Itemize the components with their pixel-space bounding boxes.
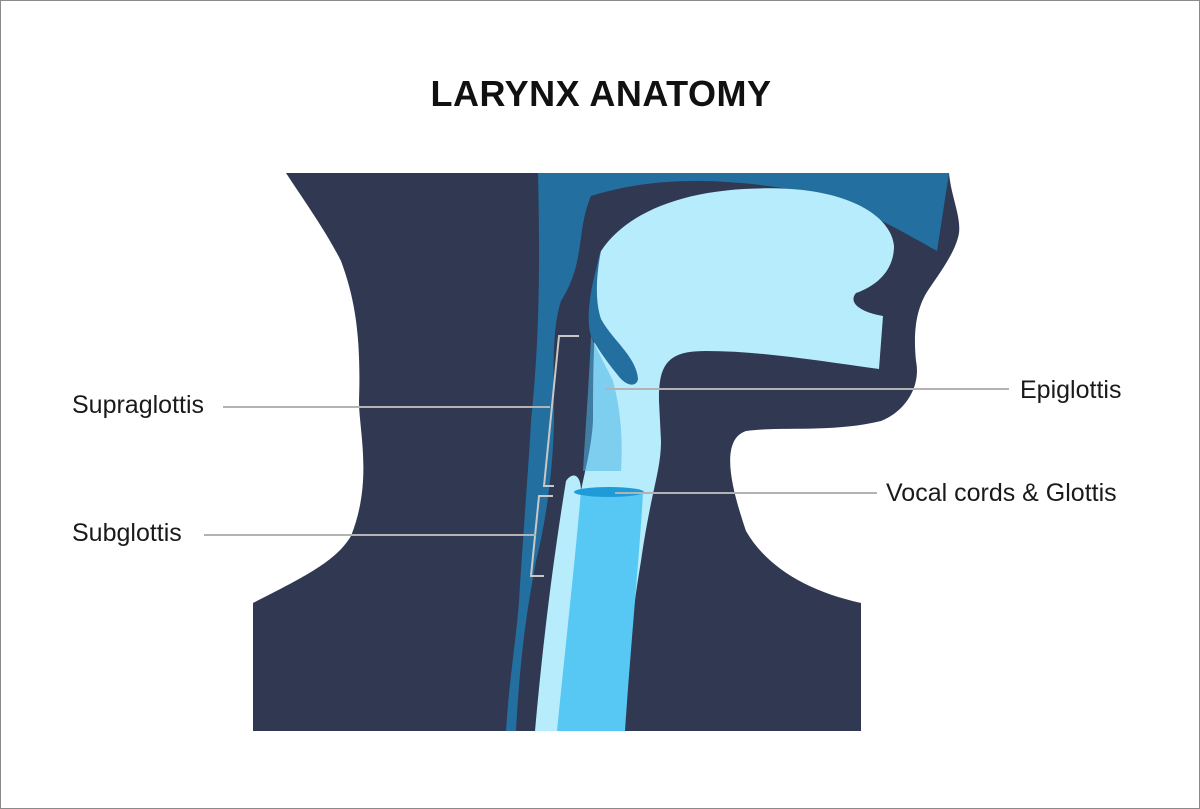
label-subglottis: Subglottis [72, 519, 182, 547]
pharynx-wall [506, 173, 949, 731]
trachea-front-wall [535, 475, 581, 731]
label-vocal-cords: Vocal cords & Glottis [886, 479, 1117, 507]
supraglottis-bracket [542, 335, 579, 487]
oral-nasal-cavity [557, 188, 894, 731]
epiglottis-flap [588, 251, 638, 385]
glottis [574, 487, 644, 497]
laryngeal-vestibule [583, 336, 622, 471]
diagram-title: LARYNX ANATOMY [430, 73, 772, 114]
label-supraglottis: Supraglottis [72, 391, 204, 419]
label-epiglottis: Epiglottis [1020, 376, 1121, 404]
